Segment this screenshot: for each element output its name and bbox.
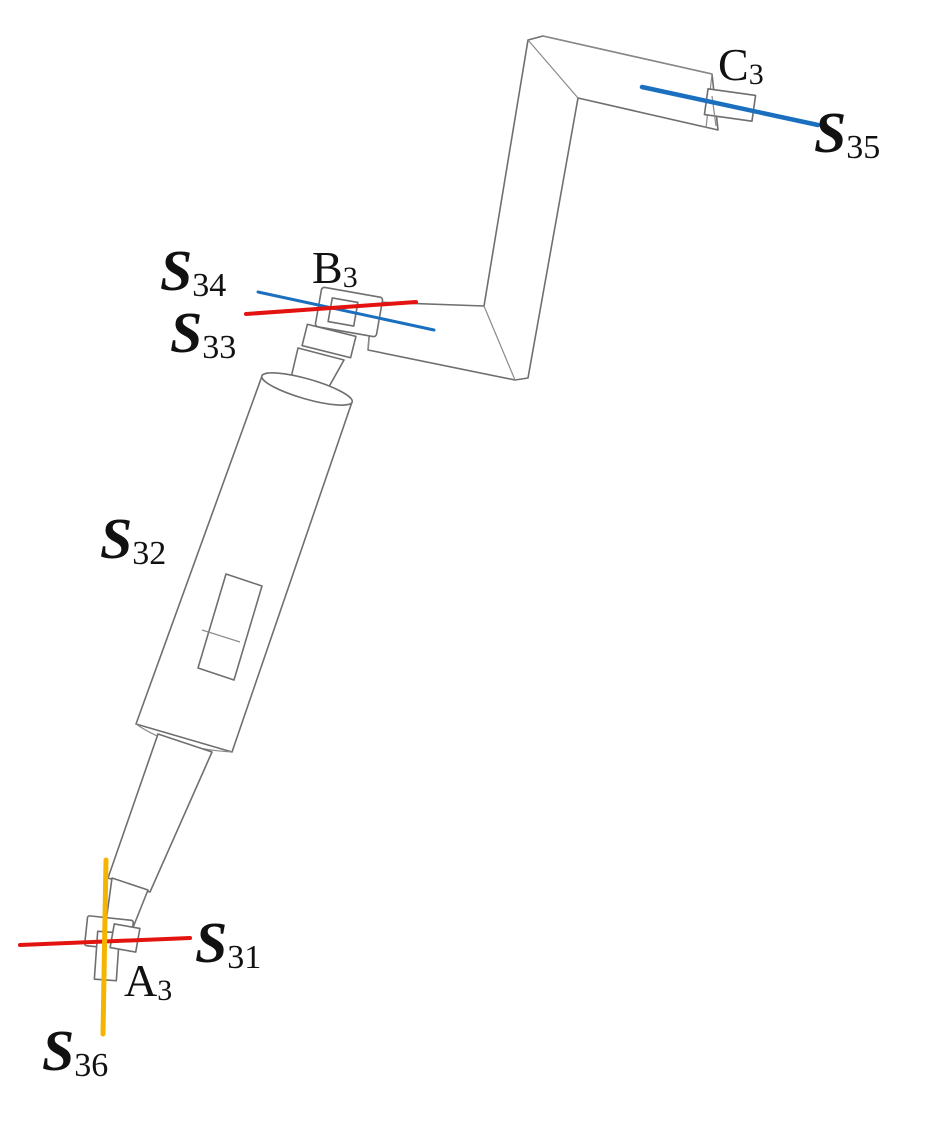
axis-s33: [244, 300, 418, 316]
label-s35: S35: [814, 100, 880, 166]
svg-text:S35: S35: [814, 100, 880, 166]
svg-text:A3: A3: [124, 955, 172, 1007]
svg-text:S31: S31: [195, 910, 261, 976]
main-cylinder: [135, 372, 354, 753]
axis-lines: [18, 84, 821, 1037]
svg-text:B3: B3: [312, 242, 358, 294]
svg-text:C3: C3: [718, 39, 764, 91]
bent-link: [367, 35, 719, 381]
lower-rod: [105, 733, 213, 931]
label-s34: S34: [160, 238, 226, 304]
label-s31: S31: [195, 910, 261, 976]
axis-s36: [100, 857, 109, 1037]
axis-s35: [639, 84, 821, 128]
label-s33: S33: [170, 300, 236, 366]
svg-text:S32: S32: [100, 506, 166, 572]
axis-s34: [256, 290, 436, 332]
label-s36: S36: [42, 1018, 108, 1084]
svg-text:S34: S34: [160, 238, 226, 304]
svg-text:S33: S33: [170, 300, 236, 366]
label-s32: S32: [100, 506, 166, 572]
label-c3: C3: [718, 39, 764, 91]
label-a3: A3: [124, 955, 172, 1007]
label-b3: B3: [312, 242, 358, 294]
svg-text:S36: S36: [42, 1018, 108, 1084]
